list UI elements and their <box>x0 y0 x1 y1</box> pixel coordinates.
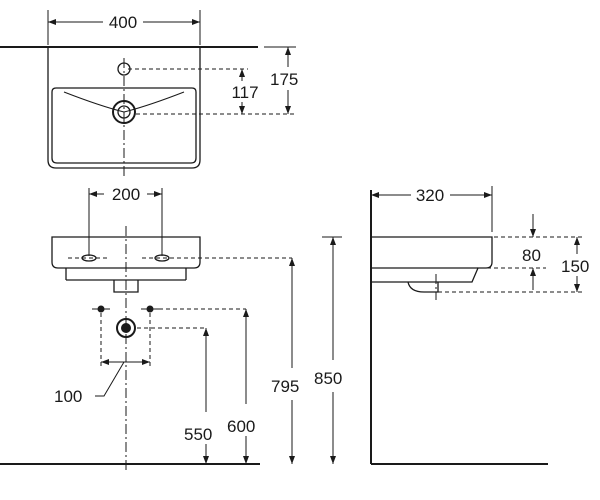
waste-height-label: 550 <box>184 425 212 444</box>
overall-depth-label: 150 <box>561 257 589 276</box>
arrow-head <box>142 359 150 365</box>
arrow-head <box>239 106 245 114</box>
arrow-head <box>330 237 336 245</box>
arrow-head <box>574 284 580 292</box>
fixing-height-label: 795 <box>271 377 299 396</box>
basin-profile <box>371 236 493 283</box>
arrow-head <box>530 229 536 237</box>
fixing-hole-right <box>154 254 170 262</box>
arrow-head <box>330 456 336 464</box>
arrow-head <box>289 456 295 464</box>
arrow-head <box>192 19 200 25</box>
arrow-head <box>574 237 580 245</box>
arrow-head <box>371 192 379 198</box>
arrow-head <box>484 192 492 198</box>
supply-height-label: 600 <box>227 417 255 436</box>
tap-hole-height-label: 175 <box>270 70 298 89</box>
waste-pipe-inner <box>121 323 131 333</box>
waste-trap <box>113 280 139 293</box>
basin-width-label: 400 <box>109 13 137 32</box>
plan-view: 400 117 175 <box>0 10 298 178</box>
waste-offset-label: 117 <box>231 83 258 102</box>
arrow-head <box>89 191 97 197</box>
basin-top-height-label: 850 <box>314 369 342 388</box>
side-waste-trap <box>407 281 439 293</box>
arrow-head <box>239 69 245 77</box>
basin-bowl <box>51 87 197 164</box>
arrow-head <box>530 268 536 276</box>
basin-front <box>51 236 201 269</box>
arrow-head <box>285 47 291 55</box>
arrow-head <box>243 456 249 464</box>
arrow-head <box>154 191 162 197</box>
arrow-head <box>285 106 291 114</box>
front-elevation: 200 100 550 <box>0 185 342 470</box>
bowl-depth-label: 80 <box>522 246 541 265</box>
waste-pipe-outer <box>116 318 136 338</box>
arrow-head <box>48 19 56 25</box>
arrow-head <box>203 328 209 336</box>
arrow-head <box>101 359 109 365</box>
projection-label: 320 <box>416 186 444 205</box>
side-view: 320 80 150 <box>370 186 589 465</box>
arrow-head <box>289 258 295 266</box>
waste-spacing-label: 100 <box>54 387 82 406</box>
arrow-head <box>203 456 209 464</box>
arrow-head <box>243 309 249 317</box>
waste-spacing-leader <box>95 361 125 397</box>
fixing-centres-label: 200 <box>112 185 140 204</box>
